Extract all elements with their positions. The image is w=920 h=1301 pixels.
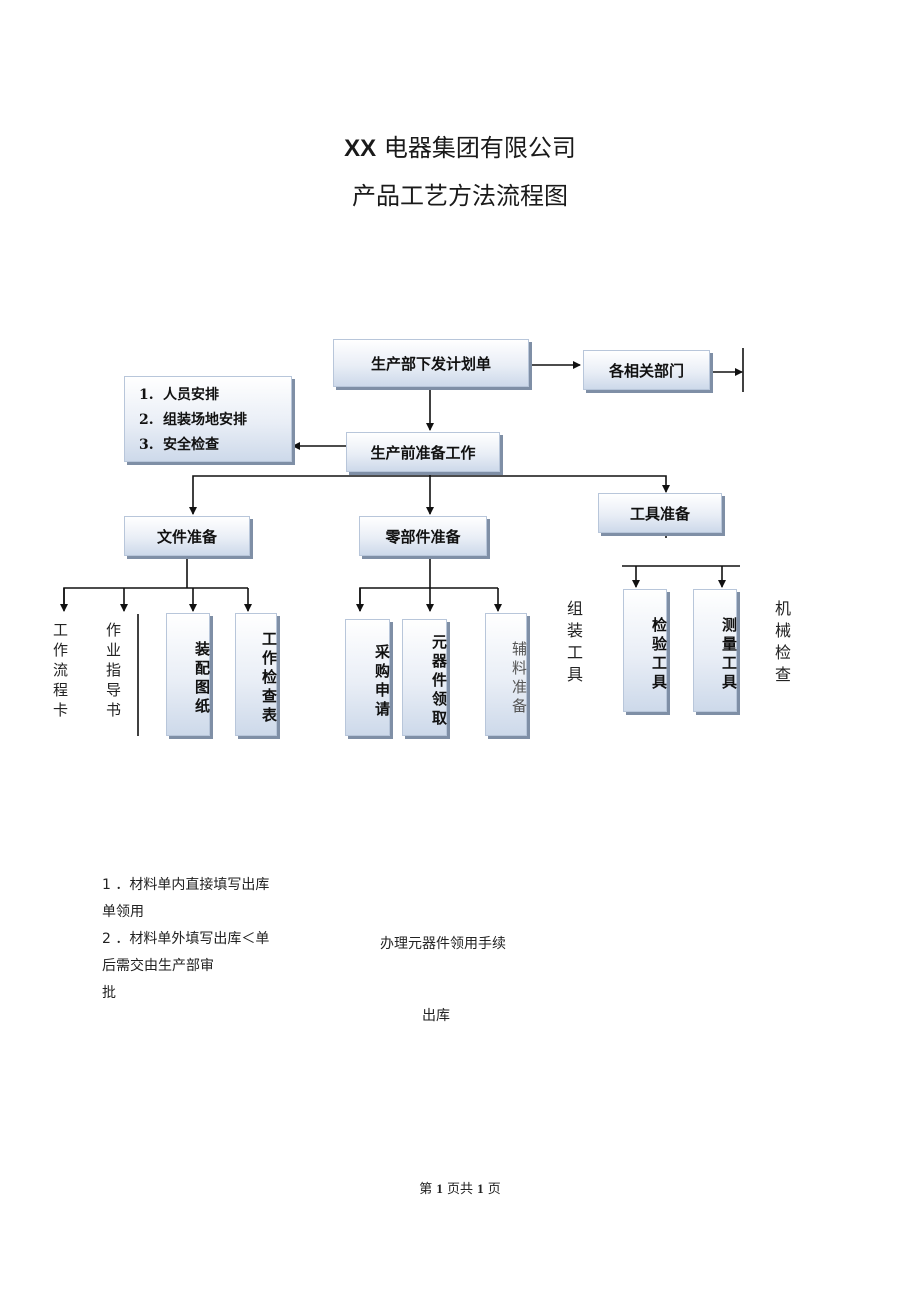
prep-item-3: 3.安全检查 — [139, 437, 219, 453]
preparation-list-box: 1.人员安排 2.组装场地安排 3.安全检查 — [124, 376, 292, 462]
component-pickup-box: 元器件领取 — [402, 619, 448, 736]
work-flow-card: 工作流程卡 — [51, 622, 69, 722]
related-departments-box: 各相关部门 — [583, 350, 710, 390]
auxiliary-prep-box: 辅料准备 — [485, 613, 528, 736]
measuring-tools-box: 测量工具 — [693, 589, 738, 712]
prep-item-2: 2.组装场地安排 — [139, 412, 247, 428]
component-procedure-text: 办理元器件领用手续 — [380, 936, 506, 952]
work-instruction: 作业指导书 — [104, 622, 122, 722]
prep-item-1: 1.人员安排 — [139, 387, 219, 403]
tool-prep-box: 工具准备 — [598, 493, 722, 533]
pre-production-box: 生产前准备工作 — [346, 432, 500, 472]
page-footer: 第 1 页共 1 页 — [419, 1181, 501, 1197]
document-title: 产品工艺方法流程图 — [352, 182, 568, 210]
inspection-tools-box: 检验工具 — [623, 589, 668, 712]
company-title: XX 电器集团有限公司 — [344, 134, 576, 162]
assembly-tools-text: 组装工具 — [564, 600, 583, 688]
purchase-request-box: 采购申请 — [345, 619, 391, 736]
mechanical-check-text: 机械检查 — [772, 600, 791, 688]
material-notes: 1 ．材料单内直接填写出库 单领用 2 ．材料单外填写出库＜单 后需交由生产部审… — [102, 877, 270, 1001]
outbound-text: 出库 — [422, 1008, 450, 1024]
assembly-drawing-box: 装配图纸 — [166, 613, 211, 736]
parts-prep-box: 零部件准备 — [359, 516, 487, 556]
work-checklist-box: 工作检查表 — [235, 613, 278, 736]
issue-plan-box: 生产部下发计划单 — [333, 339, 529, 387]
file-prep-box: 文件准备 — [124, 516, 250, 556]
